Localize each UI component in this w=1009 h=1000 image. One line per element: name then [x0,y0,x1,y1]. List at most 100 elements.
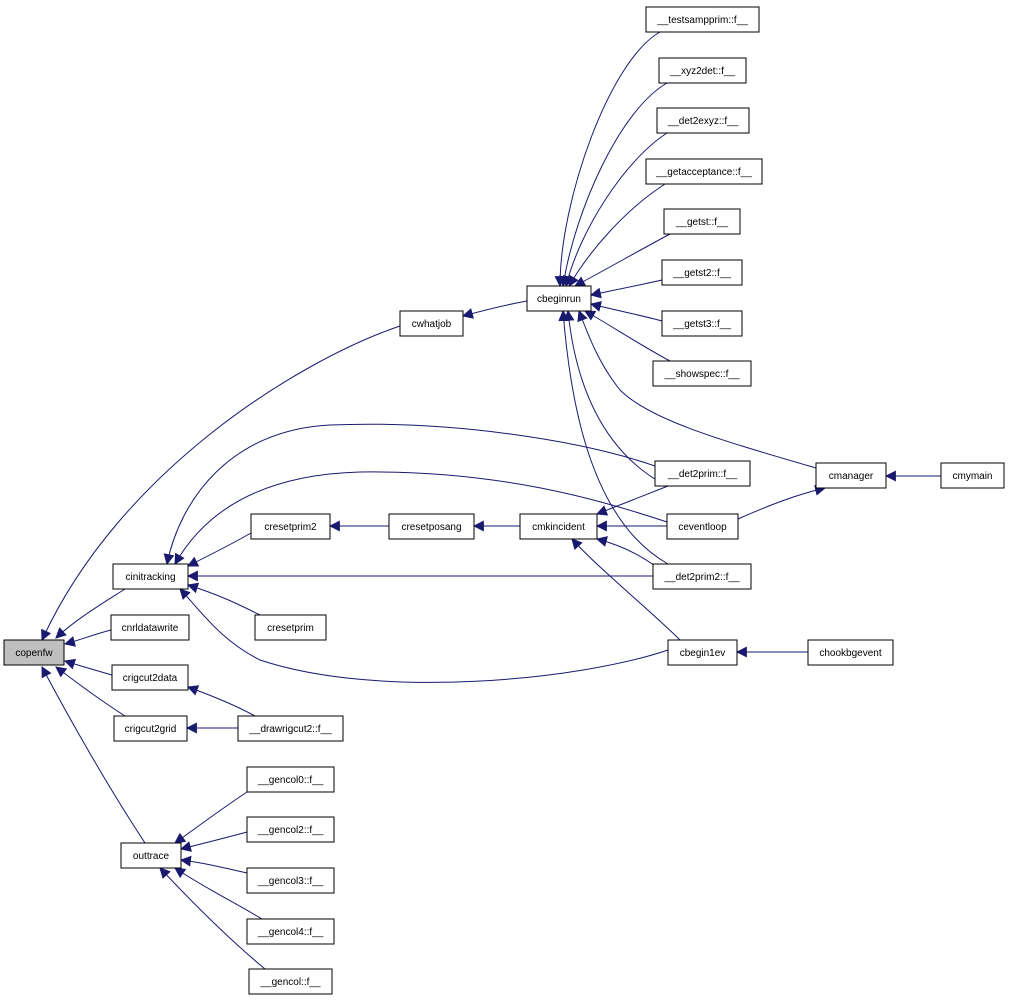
node-box [656,107,750,134]
node-box [248,968,333,995]
node-label: ceventloop [678,522,727,533]
node-label: cmanager [829,471,874,482]
node-outtrace[interactable]: outtrace [120,842,182,869]
node-cbegin1ev[interactable]: cbegin1ev [667,639,738,666]
node-box [666,513,739,540]
node-label: outtrace [133,851,170,862]
edge-cbegin1ev-to-cmkincident [571,538,681,641]
node-det2prim2[interactable]: __det2prim2::f__ [652,563,752,590]
node-box [111,664,189,691]
edge-cnrldatawrite-to-copenfw [63,629,112,647]
node-crigcut2grid[interactable]: crigcut2grid [113,715,188,742]
node-label: crigcut2grid [125,724,177,735]
node-cnrldatawrite[interactable]: cnrldatawrite [110,614,190,641]
node-box [112,563,189,590]
node-label: __drawrigcut2::f__ [248,724,332,735]
node-copenfw[interactable]: copenfw [3,639,65,666]
edge-det2prim2-to-cbeginrun [558,309,669,565]
node-box [940,462,1005,489]
node-label: __gencol3::f__ [257,876,324,887]
edge-getst3-to-cbeginrun [589,301,663,322]
edge-outtrace-to-copenfw [41,666,146,844]
node-label: __gencol::f__ [259,977,320,988]
node-ceventloop[interactable]: ceventloop [666,513,739,540]
edge-det2prim-to-cmkincident [595,485,669,516]
edges-layer [41,31,941,970]
node-box [399,310,464,337]
node-box [3,639,65,666]
node-getst[interactable]: __getst::f__ [663,208,741,235]
node-chookbgevent[interactable]: chookbgevent [807,639,894,666]
node-cresetposang[interactable]: cresetposang [388,513,475,540]
node-box [526,285,592,312]
node-getst3[interactable]: __getst3::f__ [661,310,743,337]
node-box [246,918,335,945]
node-label: cresetprim2 [264,522,317,533]
node-getacceptance[interactable]: __getacceptance::f__ [645,158,763,185]
edge-gencol3-to-outtrace [179,855,248,874]
node-det2prim[interactable]: __det2prim::f__ [654,460,751,487]
node-label: cresetposang [401,522,461,533]
node-box [654,460,751,487]
node-cmanager[interactable]: cmanager [815,462,887,489]
node-label: __det2prim::f__ [667,469,738,480]
node-testsampprim[interactable]: __testsampprim::f__ [645,6,760,33]
node-label: __gencol2::f__ [257,825,324,836]
node-box [661,310,743,337]
node-box [237,715,344,742]
node-label: __testsampprim::f__ [656,15,748,26]
node-cmkincident[interactable]: cmkincident [519,513,598,540]
edge-drawrigcut2-to-crigcut2data [186,685,256,717]
node-gencol2[interactable]: __gencol2::f__ [246,816,335,843]
node-label: cresetprim [267,623,314,634]
node-cresetprim[interactable]: cresetprim [254,614,327,641]
edge-gencol-to-outtrace [159,867,266,970]
node-gencol3[interactable]: __gencol3::f__ [246,867,335,894]
edge-crigcut2grid-to-copenfw [55,666,126,717]
nodes-layer: copenfw cwhatjob cbeginrun __testsampprim::… [3,6,1005,995]
node-box [246,816,335,843]
node-cinitracking[interactable]: cinitracking [112,563,189,590]
node-box [652,563,752,590]
node-label: __getst::f__ [675,217,729,228]
node-cresetprim2[interactable]: cresetprim2 [250,513,331,540]
edge-showspec-to-cbeginrun [584,310,671,362]
node-label: __getacceptance::f__ [655,167,752,178]
node-label: cmymain [952,471,992,482]
node-label: cbeginrun [537,294,581,305]
node-cbeginrun[interactable]: cbeginrun [526,285,592,312]
node-box [246,867,335,894]
node-getst2[interactable]: __getst2::f__ [661,259,743,286]
edge-gencol4-to-outtrace [174,867,263,920]
edge-getst-to-cbeginrun [574,233,671,287]
node-gencol[interactable]: __gencol::f__ [248,968,333,995]
node-label: cbegin1ev [680,648,726,659]
edge-testsampprim-to-cbeginrun [554,31,661,288]
node-drawrigcut2[interactable]: __drawrigcut2::f__ [237,715,344,742]
node-box [667,639,738,666]
node-cmymain[interactable]: cmymain [940,462,1005,489]
node-box [661,259,743,286]
edge-ceventloop-to-cmanager [737,484,827,520]
node-cwhatjob[interactable]: cwhatjob [399,310,464,337]
node-label: cwhatjob [412,319,452,330]
node-label: __det2exyz::f__ [667,116,739,127]
node-label: cmkincident [532,522,585,533]
node-gencol4[interactable]: __gencol4::f__ [246,918,335,945]
node-label: __det2prim2::f__ [663,572,739,583]
edge-ceventloop-to-cinitracking [174,471,668,565]
edge-gencol2-to-outtrace [179,831,248,852]
node-box [807,639,894,666]
node-box [246,766,335,793]
edge-getacceptance-to-cbeginrun [568,183,666,287]
node-xyz2det[interactable]: __xyz2det::f__ [658,57,747,84]
node-box [120,842,182,869]
edge-cwhatjob-to-copenfw [41,325,401,641]
node-label: __gencol4::f__ [257,927,324,938]
node-showspec[interactable]: __showspec::f__ [652,360,752,387]
node-det2exyz[interactable]: __det2exyz::f__ [656,107,750,134]
node-label: __getst3::f__ [672,319,731,330]
node-crigcut2data[interactable]: crigcut2data [111,664,189,691]
node-gencol0[interactable]: __gencol0::f__ [246,766,335,793]
node-box [254,614,327,641]
